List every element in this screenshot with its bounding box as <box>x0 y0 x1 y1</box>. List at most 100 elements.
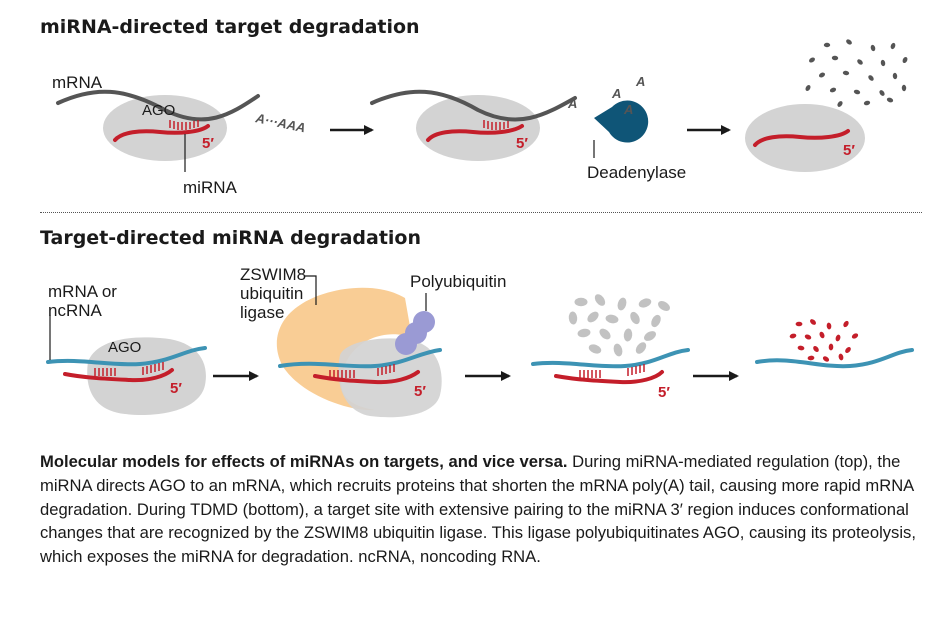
ago-fragment <box>638 298 652 308</box>
mirna-fragment <box>807 355 815 361</box>
pairing-ticks <box>94 362 164 376</box>
zswim8-ligase <box>276 287 412 411</box>
mrna-fragment <box>868 75 874 81</box>
mrna-fragment <box>809 57 815 63</box>
top-stage-1: mRNA AGO miRNA 5′ A···AAA <box>52 73 307 197</box>
mirna-fragment <box>789 333 797 339</box>
five-prime-label: 5′ <box>414 383 426 400</box>
mirna-fragment <box>851 333 859 339</box>
mrna-fragment <box>831 55 839 61</box>
mrna-fragment <box>863 100 871 106</box>
ago-fragment <box>651 314 661 328</box>
a-letter: A <box>623 102 633 117</box>
caption-title: Molecular models for effects of miRNAs o… <box>40 452 568 471</box>
mrna-fragment <box>880 59 886 67</box>
ago-fragment <box>577 328 591 338</box>
poly-a-tail-label: A···AAA <box>253 110 307 135</box>
a-letter: A <box>635 74 645 89</box>
a-letter: A <box>567 96 577 111</box>
mirna-strand <box>753 129 850 147</box>
ligase-label: ligase <box>240 303 284 322</box>
ago-protein <box>416 95 540 161</box>
mirna-fragment <box>813 346 819 352</box>
mirna-fragment <box>828 343 834 351</box>
ago-fragment <box>658 301 670 311</box>
zswim8-label: ZSWIM8 <box>240 265 306 284</box>
mrna-fragment <box>842 70 850 76</box>
mrna-strand <box>56 89 260 122</box>
five-prime-label: 5′ <box>658 384 670 401</box>
mirna-fragment <box>843 320 849 328</box>
degraded-mirna-fragments <box>789 319 859 362</box>
mrna-fragment <box>818 72 826 78</box>
mirna-strand <box>313 370 420 385</box>
ago-fragment <box>617 297 627 311</box>
mirna-fragment <box>797 345 805 351</box>
degraded-ago-fragments <box>568 294 670 357</box>
ligase-leader-line <box>305 275 317 305</box>
target-rna-strand <box>755 348 914 369</box>
pairing-ticks <box>483 120 509 130</box>
ago-label: AGO <box>142 102 175 119</box>
ago-protein <box>103 95 227 161</box>
mrna-fragment <box>892 72 898 80</box>
ago-fragment <box>574 297 588 307</box>
panel-divider <box>40 212 922 213</box>
degraded-mrna-fragments <box>805 39 908 107</box>
mrna-fragment <box>902 56 908 64</box>
top-panel-title: miRNA-directed target degradation <box>40 16 420 38</box>
mrna-fragment <box>879 90 885 96</box>
target-rna-strand <box>531 348 690 369</box>
ago-protein <box>87 337 206 415</box>
mrna-fragment <box>823 42 831 48</box>
mrna-fragment <box>853 89 861 95</box>
diagram-canvas: mRNA AGO miRNA 5′ A···AAA 5′ A Deadenyla… <box>46 39 914 418</box>
mirna-fragment <box>845 347 851 353</box>
ncrna-label: ncRNA <box>48 301 103 320</box>
ago-fragment <box>644 331 656 341</box>
mrna-fragment <box>837 101 843 107</box>
deadenylase-label: Deadenylase <box>587 163 686 182</box>
pairing-ticks <box>579 364 645 378</box>
mrna-label: mRNA <box>52 73 103 92</box>
ago-fragment <box>605 314 619 324</box>
top-stage-3: 5′ <box>745 39 908 172</box>
a-letter: A <box>611 86 621 101</box>
polyubiquitin-label: Polyubiquitin <box>410 272 506 291</box>
mirna-fragment <box>804 334 812 340</box>
deadenylase-icon <box>594 100 649 143</box>
mrna-fragment <box>829 87 837 93</box>
ago-fragment <box>587 311 599 323</box>
mrna-fragment <box>901 84 907 92</box>
ago-fragment <box>588 344 602 354</box>
mirna-fragment <box>838 353 844 361</box>
mirna-strand <box>113 124 210 142</box>
ago-fragment <box>623 328 633 342</box>
mirna-fragment <box>819 331 825 339</box>
bottom-stage-3: 5′ <box>531 294 690 401</box>
bottom-stage-4 <box>755 319 914 369</box>
ago-fragment <box>599 328 611 340</box>
target-rna-strand <box>46 346 207 367</box>
figure-caption: Molecular models for effects of miRNAs o… <box>40 450 930 569</box>
mrna-fragment <box>846 39 852 45</box>
mirna-fragment <box>810 319 816 325</box>
mirna-fragment <box>822 356 830 362</box>
five-prime-label: 5′ <box>516 135 528 152</box>
mrna-fragment <box>857 59 863 65</box>
mirna-strand <box>63 368 174 383</box>
pairing-ticks <box>169 120 199 130</box>
target-rna-strand <box>278 348 442 369</box>
top-stage-2: 5′ A Deadenylase A A A <box>370 74 686 182</box>
mirna-label: miRNA <box>183 178 237 197</box>
ago-fragment <box>594 294 606 306</box>
mrna-fragment <box>886 97 894 103</box>
bottom-stage-2: ZSWIM8 ubiquitin ligase Polyubiquitin 5′ <box>240 265 506 418</box>
mrna-fragment <box>870 44 876 52</box>
mirna-fragment <box>835 334 841 342</box>
bottom-panel-title: Target-directed miRNA degradation <box>40 227 422 249</box>
bottom-stage-1: mRNA or ncRNA AGO 5′ <box>46 282 207 415</box>
ago-label: AGO <box>108 339 141 356</box>
mrna-or-label: mRNA or <box>48 282 117 301</box>
